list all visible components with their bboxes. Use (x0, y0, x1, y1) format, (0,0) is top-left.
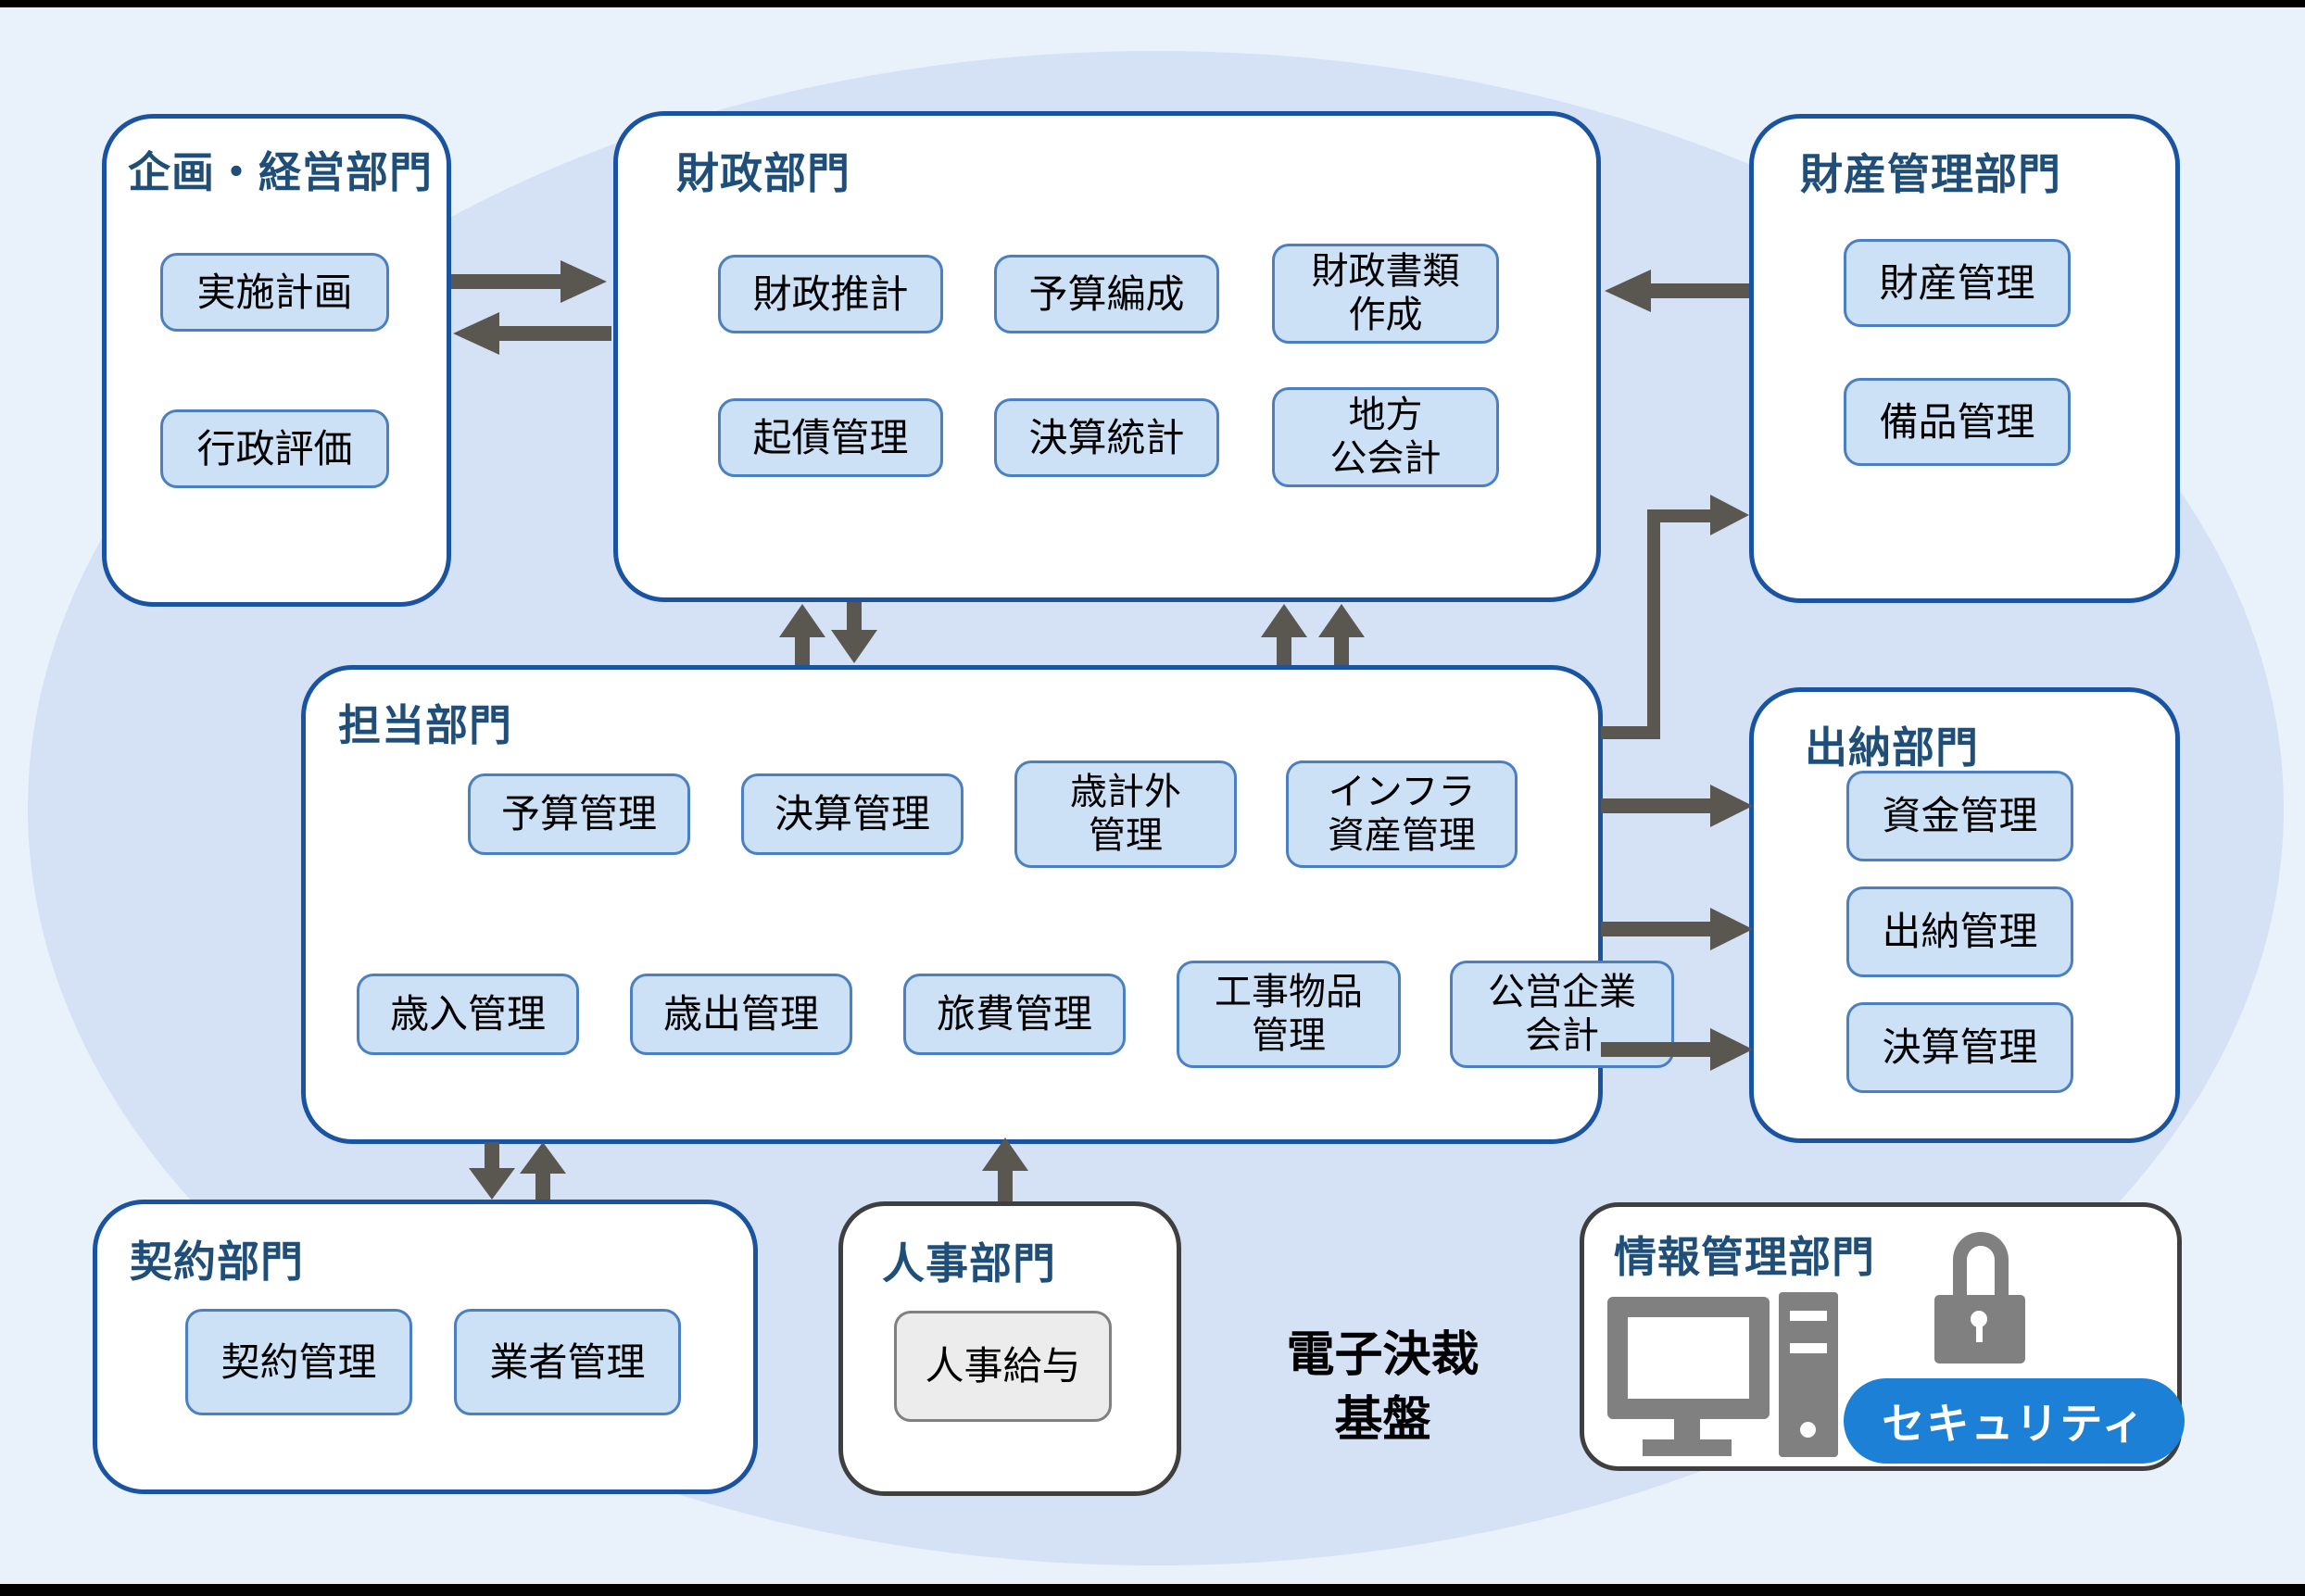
dept-finance-title: 財政部門 (676, 149, 850, 197)
item-non-budget-mgmt: 歳計外 管理 (1014, 760, 1237, 868)
lock-keyhole (1971, 1311, 1987, 1327)
dept-finance: 財政部門 財政推計 予算編成 財政書類 作成 起債管理 決算統計 地方 公会計 (613, 111, 1601, 602)
dept-hr-title: 人事部門 (882, 1239, 1056, 1288)
item-expenditure-mgmt: 歳出管理 (630, 974, 852, 1055)
item-implementation-plan: 実施計画 (160, 253, 389, 332)
dept-property-management: 財産管理部門 財産管理 備品管理 (1749, 114, 2180, 603)
monitor-screen (1607, 1297, 1770, 1419)
item-fiscal-estimation: 財政推計 (718, 255, 943, 333)
e-approval-platform-label: 電子決裁 基盤 (1286, 1328, 1480, 1448)
dept-info-title: 情報管理部門 (1614, 1233, 1875, 1281)
item-admin-evaluation: 行政評価 (160, 409, 389, 488)
item-vendor-mgmt: 業者管理 (454, 1309, 681, 1415)
dept-contract: 契約部門 契約管理 業者管理 (93, 1200, 758, 1494)
pc-tower-slot (1790, 1343, 1827, 1353)
pc-tower-button (1800, 1422, 1816, 1438)
item-settlement-statistics: 決算統計 (994, 398, 1219, 477)
dept-cashier-title: 出納部門 (1805, 723, 1979, 772)
dept-charge: 担当部門 予算管理 決算管理 歳計外 管理 インフラ 資産管理 歳入管理 歳出管… (301, 665, 1674, 1144)
item-cashier-mgmt: 出納管理 (1846, 886, 2073, 977)
dept-hr: 人事部門 人事給与 (838, 1201, 1181, 1496)
dept-charge-title: 担当部門 (338, 701, 512, 749)
item-settlement-mgmt-cashier: 決算管理 (1846, 1002, 2073, 1093)
item-contract-mgmt: 契約管理 (185, 1309, 412, 1415)
item-equipment-management: 備品管理 (1844, 378, 2071, 466)
item-property-management: 財産管理 (1844, 239, 2071, 327)
item-infra-asset-mgmt: インフラ 資産管理 (1286, 760, 1518, 868)
dept-cashier: 出納部門 資金管理 出納管理 決算管理 (1749, 687, 2180, 1143)
item-settlement-mgmt: 決算管理 (741, 773, 964, 855)
item-public-enterprise-accounting: 公営企業 会計 (1450, 961, 1674, 1068)
item-revenue-mgmt: 歳入管理 (357, 974, 579, 1055)
item-local-public-accounting: 地方 公会計 (1272, 387, 1499, 487)
lock-shackle (1953, 1232, 2009, 1302)
item-bond-management: 起債管理 (718, 398, 943, 477)
bottom-letterbox-bar (0, 1584, 2305, 1596)
item-funds-mgmt: 資金管理 (1846, 771, 2073, 861)
item-hr-payroll: 人事給与 (894, 1311, 1112, 1422)
dept-info-management: 情報管理部門 セキュリティ (1580, 1202, 2185, 1471)
dept-contract-title: 契約部門 (130, 1238, 304, 1286)
item-construction-goods-mgmt: 工事物品 管理 (1177, 961, 1401, 1068)
top-letterbox-bar (0, 0, 2305, 7)
lock-keyhole-stem (1976, 1324, 1983, 1342)
dept-planning-title: 企画・経営部門 (128, 148, 433, 196)
item-budget-compilation: 予算編成 (994, 255, 1219, 333)
dept-planning-management: 企画・経営部門 実施計画 行政評価 (102, 114, 451, 607)
item-travel-expense-mgmt: 旅費管理 (903, 974, 1126, 1055)
pc-tower-slot (1790, 1311, 1827, 1321)
monitor-base (1643, 1439, 1732, 1456)
item-fiscal-documents: 財政書類 作成 (1272, 244, 1499, 344)
item-budget-mgmt: 予算管理 (468, 773, 690, 855)
security-badge: セキュリティ (1844, 1378, 2185, 1464)
dept-property-title: 財産管理部門 (1800, 150, 2061, 198)
monitor-neck (1674, 1419, 1700, 1441)
